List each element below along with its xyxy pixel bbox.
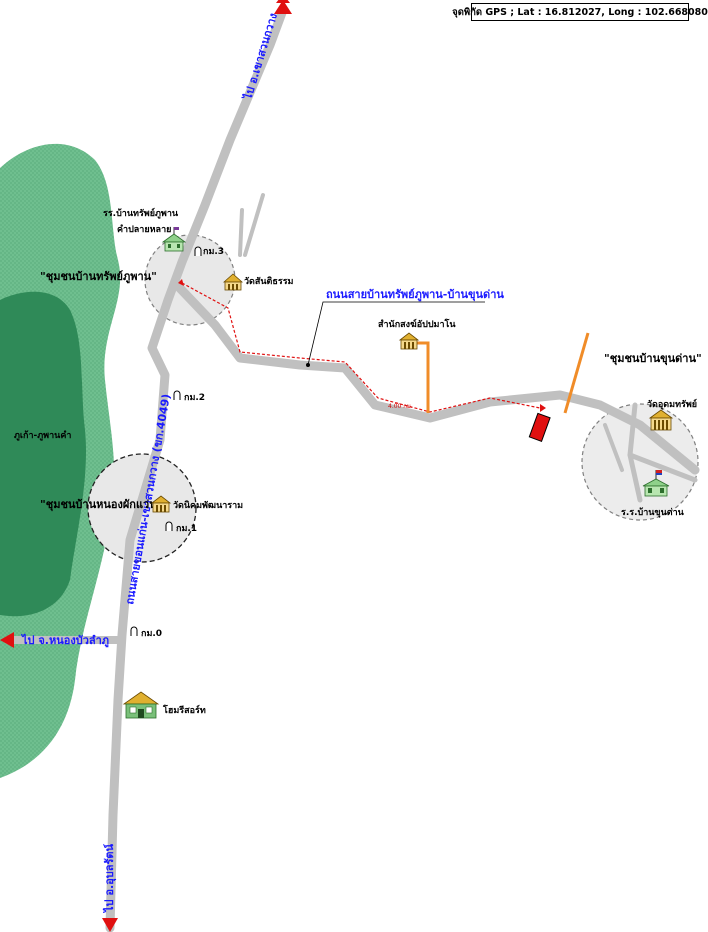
temple-icon-nikhom bbox=[150, 495, 172, 513]
branch-east bbox=[563, 332, 590, 414]
community-label-khun-dan: "ชุมชนบ้านขุนด่าน" bbox=[604, 352, 702, 366]
north-arrow-head-icon bbox=[274, 0, 292, 14]
route-arrow-head bbox=[540, 404, 546, 412]
sub-road bbox=[170, 278, 700, 475]
west-arrow-icon bbox=[0, 632, 14, 648]
school-khun-dan-label: ร.ร.บ้านขุนด่าน bbox=[621, 507, 685, 518]
south-arrow-icon bbox=[102, 918, 118, 932]
west-direction-label: ไป จ.หนองบัวลำภู bbox=[20, 633, 109, 648]
gps-coordinates-text: จุดพิกัด GPS ; Lat : 16.812027, Long : 1… bbox=[452, 6, 708, 18]
leader-dot bbox=[306, 363, 310, 367]
wat-nikhom-label: วัดนิคมพัฒนาราม bbox=[173, 500, 243, 511]
distance-label: 4.00 กม. bbox=[388, 403, 413, 410]
school-icon bbox=[161, 227, 187, 252]
km-marker-2: กม.2 bbox=[173, 390, 205, 403]
temple-icon-udomsap bbox=[648, 409, 674, 431]
school-sap-label-2: คำปลายหลาย bbox=[117, 224, 171, 235]
community-label-sap-phuphan: "ชุมชนบ้านทรัพย์ภูพาน" bbox=[40, 270, 157, 284]
mountain-label: ภูเก้า-ภูพานคำ bbox=[14, 430, 71, 441]
location-marker bbox=[528, 412, 551, 442]
temple-icon bbox=[222, 273, 244, 291]
km-marker-3: กม.3 bbox=[194, 246, 224, 257]
sub-road-label: ถนนสายบ้านทรัพย์ภูพาน-บ้านขุนด่าน bbox=[326, 288, 504, 302]
resort-label: โฮมรีสอร์ท bbox=[162, 704, 206, 716]
route-path bbox=[181, 282, 541, 413]
school-sap-label-1: รร.บ้านทรัพย์ภูพาน bbox=[103, 207, 179, 219]
roads bbox=[4, 5, 700, 932]
gps-coordinates-box: จุดพิกัด GPS ; Lat : 16.812027, Long : 1… bbox=[452, 3, 708, 21]
svg-text:กม.1: กม.1 bbox=[176, 524, 197, 534]
wat-santitham-label: วัดสันติธรรม bbox=[244, 276, 294, 287]
community-label-nong-phak-waen: "ชุมชนบ้านหนองผักแว่น" bbox=[40, 498, 162, 512]
monastery-label: สำนักสงฆ์อัปปมาโน bbox=[378, 318, 456, 330]
branch-monastery bbox=[413, 341, 430, 413]
resort-icon bbox=[122, 691, 160, 719]
sub-road-leader bbox=[307, 301, 485, 366]
mountain-area bbox=[0, 291, 87, 617]
lane-4 bbox=[627, 452, 698, 483]
km-marker-1: กม.1 bbox=[165, 521, 197, 534]
km-marker-0: กม.0 bbox=[130, 626, 162, 639]
svg-text:กม.3: กม.3 bbox=[203, 247, 224, 257]
monastery-icon bbox=[398, 332, 420, 350]
south-direction-label: ไป อ.อุบลรัตน์ bbox=[102, 843, 117, 914]
main-road bbox=[105, 5, 288, 932]
lane-2 bbox=[238, 208, 244, 257]
route-arrow-tail bbox=[178, 279, 184, 286]
svg-text:กม.2: กม.2 bbox=[184, 393, 205, 403]
lane-5 bbox=[603, 423, 624, 472]
community-circle-khun-dan bbox=[581, 403, 699, 521]
north-direction-label: ไป อ.เขาสวนกวาง bbox=[240, 11, 280, 102]
wat-udomsap-label: วัดอุดมทรัพย์ bbox=[647, 398, 697, 410]
lane-1 bbox=[243, 193, 265, 257]
school-icon-khun-dan bbox=[642, 470, 670, 497]
svg-text:กม.0: กม.0 bbox=[141, 629, 162, 639]
